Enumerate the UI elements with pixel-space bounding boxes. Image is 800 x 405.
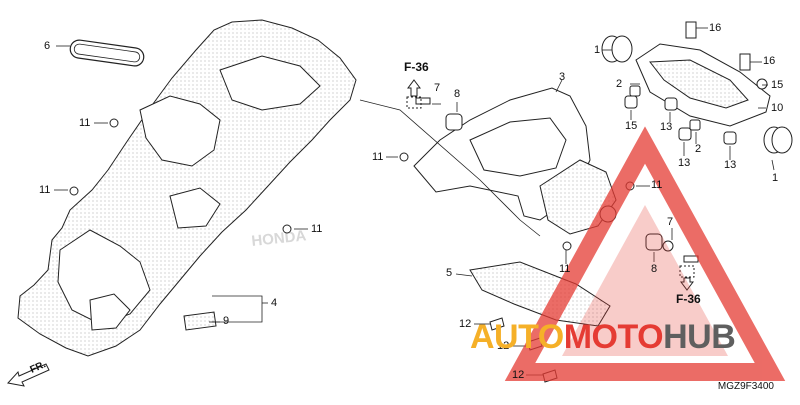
watermark-text: AUTOMOTOHUB [470, 318, 736, 357]
callout-11: 11 [39, 184, 51, 196]
callout-12: 12 [497, 340, 510, 352]
center-bracket [413, 87, 617, 235]
callout-6: 6 [44, 40, 51, 52]
callout-15: 13 [678, 157, 691, 169]
callout-11: 11 [372, 151, 384, 163]
callout-2: 2 [695, 143, 702, 155]
callout-11: 11 [651, 179, 663, 191]
callout-1: 1 [594, 44, 601, 56]
callout-13: 13 [724, 159, 737, 171]
callout-9: 9 [223, 315, 230, 327]
watermark-triangle [504, 126, 786, 381]
leader-lines [54, 27, 775, 376]
watermark-auto: AUTO [470, 318, 564, 356]
bracket-fittings [624, 21, 768, 191]
callout-10: 10 [771, 102, 784, 114]
callout-4: 4 [271, 297, 278, 309]
lower-plate [469, 261, 611, 327]
watermark-logo [504, 126, 786, 381]
callout-13: 13 [660, 121, 673, 133]
callout-12: 12 [459, 318, 472, 330]
callout-11: 11 [311, 223, 323, 235]
callout-11: 11 [559, 263, 571, 275]
callout-15: 15 [625, 120, 638, 132]
callout-7: 7 [434, 82, 441, 94]
callout-2: 2 [616, 78, 623, 90]
callout-16: 16 [763, 55, 776, 67]
watermark-hub: HUB [663, 318, 736, 356]
figure-ref-arrows [406, 79, 695, 291]
fender-screws [69, 118, 292, 234]
callout-8: 8 [651, 263, 658, 275]
rear-fender [17, 19, 357, 357]
watermark-moto: MOTO [563, 318, 664, 356]
callout-12: 12 [512, 369, 525, 381]
callout-5: 5 [446, 267, 453, 279]
callout-3: 3 [559, 71, 566, 83]
figure-ref-f36-bottom[interactable]: F-36 [676, 292, 701, 306]
band-part [69, 39, 145, 67]
figure-ref-f36-top[interactable]: F-36 [404, 60, 429, 74]
callout-7: 7 [667, 216, 674, 228]
callout-16: 16 [709, 22, 722, 34]
callout-8: 8 [454, 88, 461, 100]
fender-brand-mark: HONDA [251, 227, 308, 250]
diagram-part-code: MGZ9F3400 [717, 381, 774, 392]
callout-11: 11 [79, 117, 91, 129]
callout-1: 1 [772, 172, 779, 184]
pad-part [183, 311, 217, 331]
reflectors [601, 35, 793, 154]
front-arrow-icon [7, 363, 50, 387]
callout-14: 15 [771, 79, 784, 91]
